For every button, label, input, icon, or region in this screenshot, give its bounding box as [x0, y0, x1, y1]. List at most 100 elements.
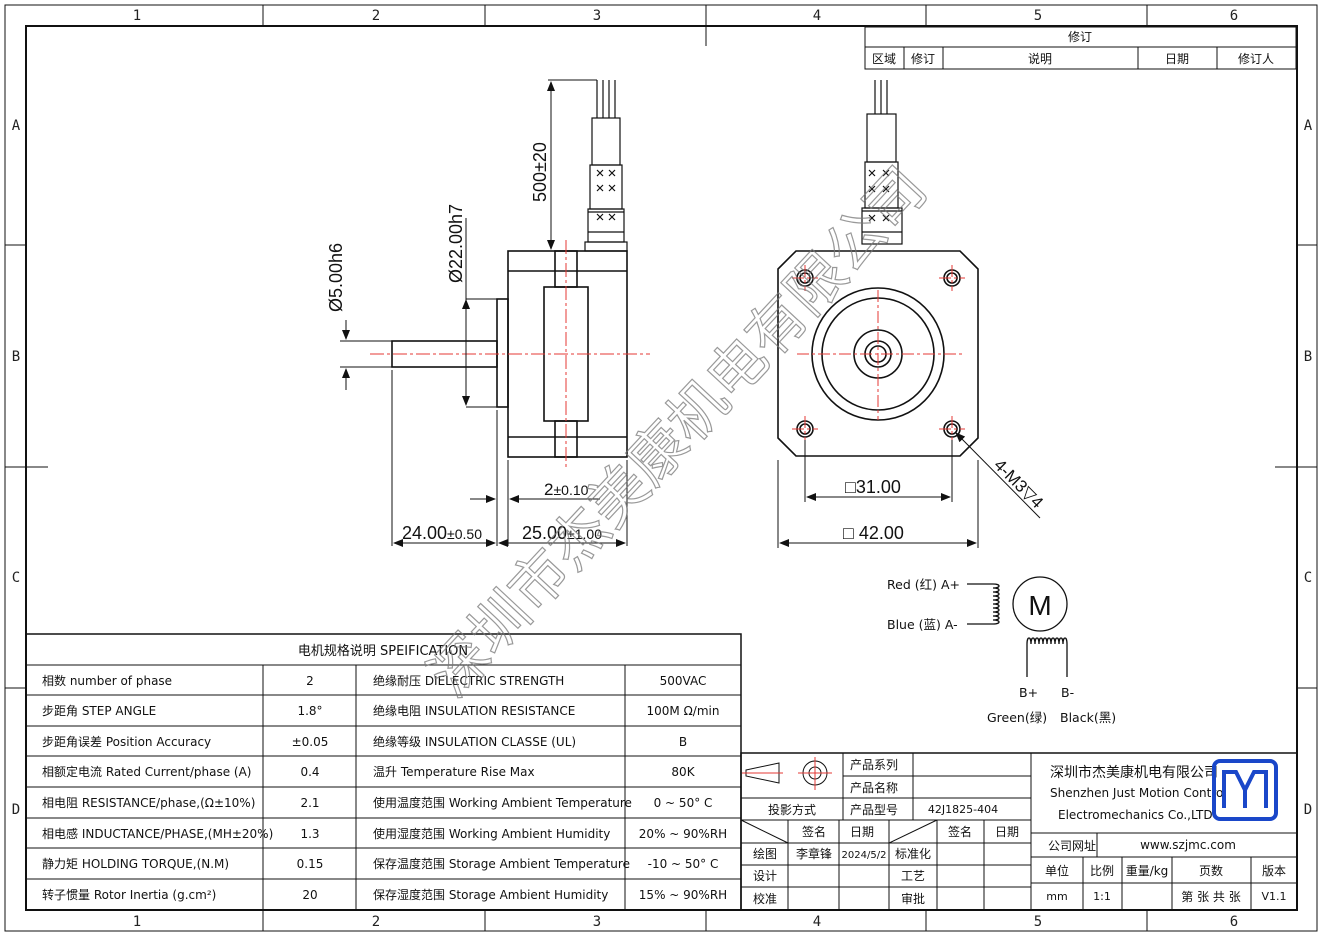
zone-col-6: 6	[1230, 8, 1238, 24]
spec-param-4b: 温升 Temperature Rise Max	[373, 765, 535, 779]
version-value: V1.1	[1261, 890, 1286, 903]
spec-param-2: 步距角 STEP ANGLE	[42, 704, 156, 718]
motor-front-view	[777, 80, 979, 457]
product-model-label: 产品型号	[850, 803, 898, 817]
title-block: 投影方式 产品系列 产品名称 产品型号 42J1825-404 签名 日期 签名…	[740, 752, 1298, 911]
zone-row-d-left: D	[12, 802, 20, 818]
revision-table: 修订 区域 修订 说明 日期 修订人	[864, 26, 1297, 70]
website-value: www.szjmc.com	[1140, 838, 1236, 852]
sign-header-2: 签名	[948, 824, 972, 839]
dim-body-length-tol: ±1.00	[567, 526, 602, 542]
zone-col-4-bottom: 4	[813, 914, 821, 930]
spec-value-3b: B	[679, 735, 687, 749]
spec-param-3: 步距角误差 Position Accuracy	[42, 735, 211, 749]
wire-b-plus: B+	[1019, 685, 1038, 700]
zone-row-a-right: A	[1304, 118, 1313, 134]
zone-col-5-bottom: 5	[1034, 914, 1042, 930]
pages-value: 第 张 共 张	[1181, 890, 1240, 904]
spec-param-3b: 绝缘等级 INSULATION CLASSE (UL)	[373, 734, 576, 749]
zone-col-3-bottom: 3	[593, 914, 601, 930]
weight-label: 重量/kg	[1126, 864, 1169, 878]
spec-value-2b: 100M Ω/min	[647, 704, 720, 718]
dim-mount-holes: 4-M3▽4	[990, 455, 1047, 512]
zone-col-3: 3	[593, 8, 601, 24]
standard-label: 标准化	[895, 847, 931, 861]
zone-col-2-bottom: 2	[372, 914, 380, 930]
wire-red-label: Red (红) A+	[887, 577, 960, 592]
zone-row-b-left: B	[12, 349, 20, 365]
spec-param-4: 相额定电流 Rated Current/phase (A)	[42, 764, 251, 779]
spec-param-8b: 保存湿度范围 Storage Ambient Humidity	[373, 887, 608, 902]
spec-param-1: 相数 number of phase	[42, 673, 172, 688]
spec-value-5: 2.1	[300, 796, 319, 810]
side-view-dimensions	[340, 79, 628, 547]
scale-value: 1:1	[1093, 890, 1111, 903]
spec-value-5b: 0 ~ 50° C	[654, 796, 713, 810]
dim-pilot-depth: 2±0.10	[544, 480, 589, 499]
approve-label: 审批	[901, 891, 925, 906]
dim-pilot-diameter: Ø22.00h7	[446, 204, 466, 283]
dim-flange-size: □ 42.00	[843, 523, 904, 543]
revision-header-desc: 说明	[1028, 51, 1052, 66]
spec-param-5: 相电阻 RESISTANCE/phase,(Ω±10%)	[42, 796, 255, 810]
zone-row-c-right: C	[1304, 570, 1312, 586]
date-header-2: 日期	[995, 825, 1019, 839]
spec-param-5b: 使用温度范围 Working Ambient Temperature	[373, 795, 632, 810]
product-name-label: 产品名称	[850, 780, 898, 795]
projection-label: 投影方式	[768, 802, 816, 817]
watermark-text: 深圳市杰美康机电有限公司	[416, 154, 940, 709]
wire-b-minus: B-	[1061, 685, 1074, 700]
motor-symbol-circle	[1012, 576, 1068, 632]
spec-value-2: 1.8°	[297, 704, 322, 718]
spec-value-7b: -10 ~ 50° C	[648, 857, 719, 871]
zone-col-1: 1	[133, 8, 141, 24]
pages-label: 页数	[1199, 863, 1223, 878]
wire-blue-label: Blue (蓝) A-	[887, 617, 958, 632]
spec-value-7: 0.15	[297, 857, 324, 871]
spec-param-6: 相电感 INDUCTANCE/PHASE,(MH±20%)	[42, 826, 273, 841]
front-view-dimensions	[777, 432, 1041, 548]
dim-hole-spacing: □31.00	[845, 477, 901, 497]
spec-value-4b: 80K	[671, 765, 695, 779]
spec-value-8b: 15% ~ 90%RH	[639, 888, 727, 902]
lead-wires-side	[584, 80, 628, 252]
zone-col-4: 4	[813, 8, 821, 24]
motor-side-view	[370, 80, 650, 470]
watermark: 深圳市杰美康机电有限公司	[415, 154, 941, 711]
company-name-en-2: Electromechanics Co.,LTD	[1058, 808, 1213, 822]
company-name-cn: 深圳市杰美康机电有限公司	[1050, 764, 1218, 781]
spec-table: 电机规格说明 SPEIFICATION 相数 number of phase 2…	[25, 633, 742, 911]
spec-param-7: 静力矩 HOLDING TORQUE,(N.M)	[42, 857, 229, 871]
dim-shaft-length-tol: ±0.50	[447, 526, 482, 542]
dim-shaft-length: 24.00±0.50	[402, 523, 482, 543]
spec-param-6b: 使用湿度范围 Working Ambient Humidity	[373, 826, 610, 841]
revision-title: 修订	[1068, 29, 1092, 44]
wire-black-label: Black(黑)	[1060, 710, 1116, 725]
spec-param-7b: 保存温度范围 Storage Ambient Temperature	[373, 856, 630, 871]
product-model-value: 42J1825-404	[928, 803, 998, 816]
revision-header-rev: 修订	[911, 51, 935, 66]
process-label: 工艺	[901, 869, 925, 883]
third-angle-projection-icon	[742, 757, 832, 790]
zone-row-c-left: C	[12, 570, 20, 586]
unit-value: mm	[1046, 890, 1067, 903]
unit-label: 单位	[1045, 863, 1069, 878]
spec-param-2b: 绝缘电阻 INSULATION RESISTANCE	[373, 703, 575, 718]
dim-lead-length: 500±20	[530, 142, 550, 202]
spec-value-6: 1.3	[300, 827, 319, 841]
website-label: 公司网址	[1048, 839, 1096, 853]
revision-header-date: 日期	[1165, 52, 1189, 66]
wire-green-label: Green(绿)	[987, 710, 1047, 725]
spec-table-title: 电机规格说明 SPEIFICATION	[298, 643, 468, 659]
dim-shaft-diameter: Ø5.00h6	[326, 243, 346, 312]
version-label: 版本	[1262, 864, 1286, 878]
date-header: 日期	[850, 825, 874, 839]
zone-row-d-right: D	[1304, 802, 1312, 818]
spec-value-4: 0.4	[300, 765, 319, 779]
spec-value-1: 2	[306, 674, 314, 688]
check-label: 校准	[753, 891, 777, 906]
revision-header-reviser: 修订人	[1238, 51, 1274, 66]
company-name-en-1: Shenzhen Just Motion Control	[1050, 786, 1227, 800]
zone-col-2: 2	[372, 8, 380, 24]
